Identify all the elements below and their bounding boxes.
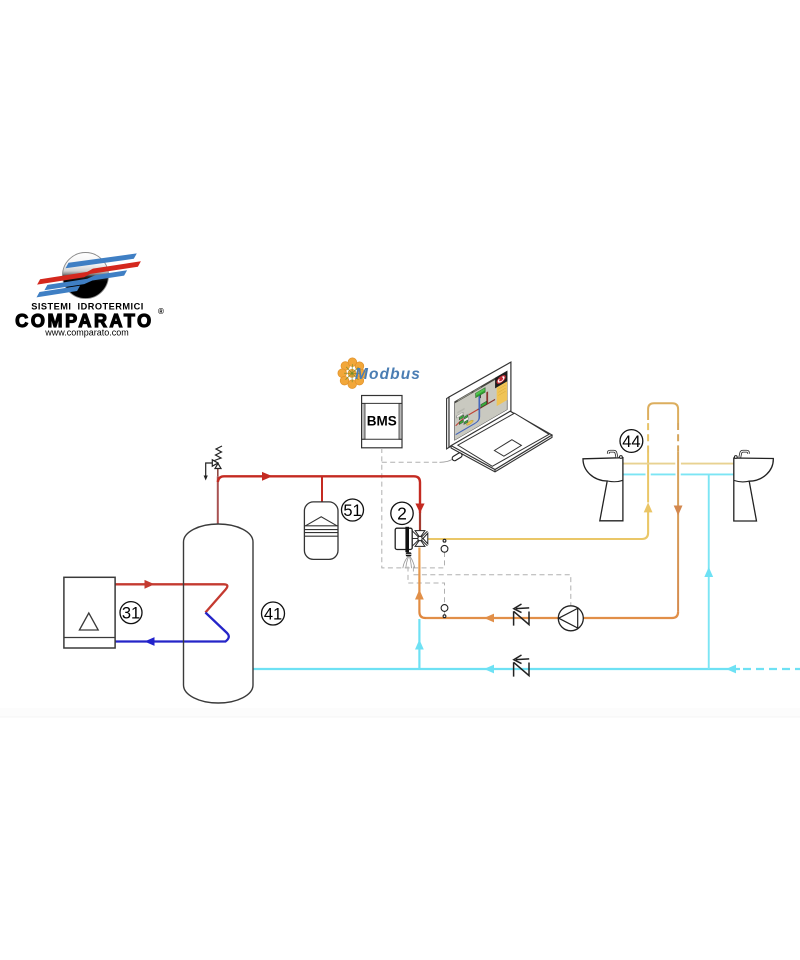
svg-text:Modbus: Modbus: [355, 366, 421, 383]
svg-text:31: 31: [122, 604, 140, 622]
svg-text:51: 51: [343, 502, 361, 520]
svg-text:44: 44: [622, 433, 640, 451]
svg-text:41: 41: [264, 605, 282, 623]
svg-text:BMS: BMS: [367, 414, 397, 429]
svg-text:®: ®: [158, 307, 164, 316]
svg-text:COMPARATO: COMPARATO: [15, 311, 153, 331]
svg-text:SISTEMI IDROTERMICI: SISTEMI IDROTERMICI: [31, 302, 144, 312]
svg-text:www.comparato.com: www.comparato.com: [44, 328, 129, 338]
svg-text:2: 2: [397, 503, 407, 523]
